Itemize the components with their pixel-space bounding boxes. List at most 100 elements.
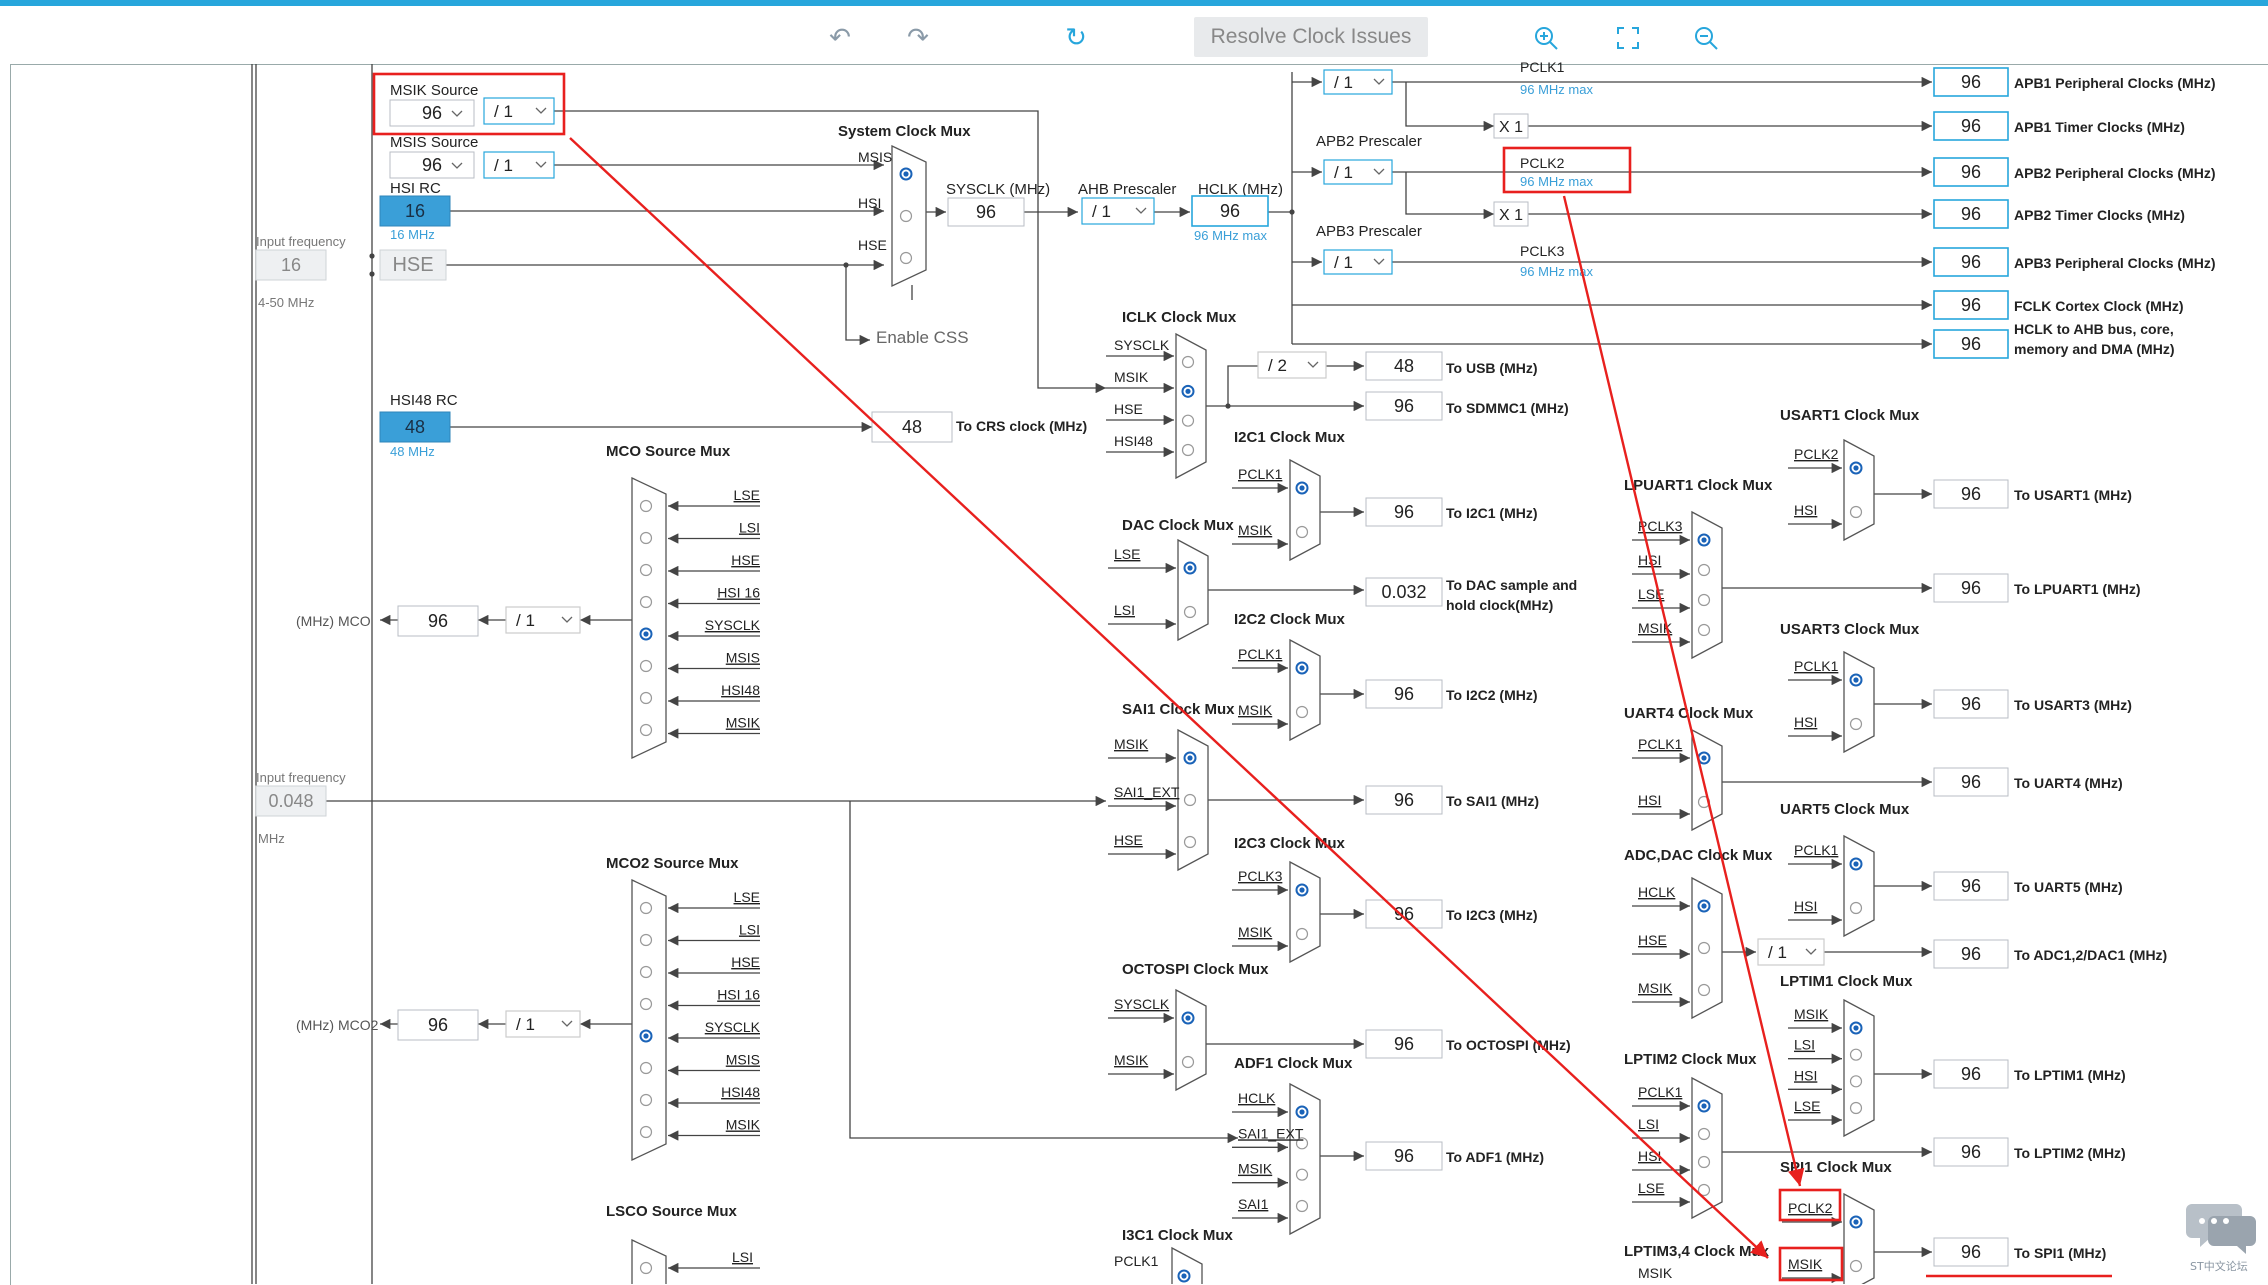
mco2-divider-select[interactable]: / 1 <box>505 1010 581 1038</box>
dac-clock-mux[interactable] <box>1177 538 1209 642</box>
adf1-output-value[interactable]: 96 <box>1365 1141 1443 1171</box>
mux-radio[interactable] <box>1697 1155 1711 1169</box>
mux-radio[interactable] <box>1849 1048 1863 1061</box>
i3c1-clock-mux[interactable] <box>1171 1246 1203 1284</box>
mux-radio[interactable] <box>1849 1101 1863 1115</box>
i2c3-clock-mux[interactable] <box>1289 860 1321 964</box>
system-clock-mux[interactable] <box>891 144 927 288</box>
apb3-prescaler-select[interactable]: / 1 <box>1323 249 1393 275</box>
mux-radio[interactable] <box>1697 623 1711 637</box>
adf1-clock-mux[interactable] <box>1289 1082 1321 1236</box>
i2c3-output-value[interactable]: 96 <box>1365 899 1443 929</box>
sdmmc-clock-value[interactable]: 96 <box>1365 391 1443 421</box>
lpuart1-output-value[interactable]: 96 <box>1933 573 2009 603</box>
uart5-clock-mux[interactable] <box>1843 834 1875 938</box>
spi1-clock-mux[interactable] <box>1843 1192 1875 1284</box>
i2c2-clock-mux[interactable] <box>1289 638 1321 742</box>
mux-radio[interactable] <box>1697 593 1711 607</box>
mux-radio[interactable] <box>1295 705 1309 719</box>
mux-radio[interactable] <box>639 1125 653 1139</box>
hclk-value[interactable]: 96 <box>1191 195 1269 227</box>
mux-radio[interactable] <box>1181 443 1195 457</box>
usart1-clock-mux[interactable] <box>1843 438 1875 542</box>
resolve-clock-issues-button[interactable]: Resolve Clock Issues <box>1194 17 1428 57</box>
zoom-in-icon[interactable] <box>1528 20 1564 56</box>
mux-radio[interactable] <box>639 723 653 737</box>
mux-radio[interactable] <box>1295 1168 1309 1181</box>
bus-output-value-2[interactable]: 96 <box>1933 111 2009 141</box>
zoom-out-icon[interactable] <box>1688 20 1724 56</box>
i2c2-output-value[interactable]: 96 <box>1365 679 1443 709</box>
hsi48-oscillator[interactable]: 48 <box>379 411 451 443</box>
usart3-output-value[interactable]: 96 <box>1933 689 2009 719</box>
adcdac-divider-select[interactable]: / 1 <box>1757 938 1825 966</box>
usb-clock-value[interactable]: 48 <box>1365 351 1443 381</box>
lptim2-clock-mux[interactable] <box>1691 1076 1723 1220</box>
mco-output-value[interactable]: 96 <box>397 605 479 637</box>
redo-icon[interactable]: ↷ <box>907 23 929 53</box>
mux-radio[interactable] <box>1295 927 1309 941</box>
lptim1-clock-mux[interactable] <box>1843 998 1875 1138</box>
mux-radio[interactable] <box>1181 414 1195 427</box>
mux-radio[interactable] <box>1181 355 1195 369</box>
mux-radio[interactable] <box>639 691 653 705</box>
bus-output-value-6[interactable]: 96 <box>1933 290 2009 320</box>
bus-output-value-7[interactable]: 96 <box>1933 329 2009 359</box>
mux-radio[interactable] <box>639 901 653 915</box>
refresh-icon[interactable]: ↻ <box>1065 23 1087 53</box>
uart4-clock-mux[interactable] <box>1691 728 1723 832</box>
spi1-output-value[interactable]: 96 <box>1933 1237 2009 1267</box>
mco-source-mux[interactable] <box>631 476 667 760</box>
i2c1-output-value[interactable]: 96 <box>1365 497 1443 527</box>
apb2-timer-multiplier[interactable]: X 1 <box>1493 201 1529 227</box>
mux-radio[interactable] <box>639 1093 653 1107</box>
lse-input-frequency[interactable]: 0.048 <box>255 785 327 817</box>
apb2-prescaler-select[interactable]: / 1 <box>1323 159 1393 185</box>
usart3-clock-mux[interactable] <box>1843 650 1875 754</box>
fit-screen-icon[interactable] <box>1610 20 1646 56</box>
mux-radio[interactable] <box>1295 1199 1309 1213</box>
msik-divider[interactable]: / 1 <box>483 97 555 125</box>
bus-output-value-3[interactable]: 96 <box>1933 157 2009 187</box>
adcdac-clock-mux[interactable] <box>1691 876 1723 1020</box>
mux-radio[interactable] <box>639 531 653 545</box>
mux-radio[interactable] <box>639 1061 653 1075</box>
iclk-divider-select[interactable]: / 2 <box>1257 351 1327 379</box>
mux-radio[interactable] <box>639 563 653 577</box>
mux-radio[interactable] <box>1183 793 1197 807</box>
ahb-prescaler-select[interactable]: / 1 <box>1081 197 1155 225</box>
mux-radio[interactable] <box>899 251 913 265</box>
mux-radio[interactable] <box>639 499 653 513</box>
mux-radio[interactable] <box>1183 835 1197 849</box>
lpuart1-clock-mux[interactable] <box>1691 510 1723 660</box>
mux-radio[interactable] <box>1697 983 1711 997</box>
sai1-clock-mux[interactable] <box>1177 728 1209 872</box>
undo-icon[interactable]: ↶ <box>829 23 851 53</box>
hse-input-frequency[interactable]: 16 <box>255 249 327 281</box>
bus-output-value-4[interactable]: 96 <box>1933 199 2009 229</box>
msis-value[interactable]: 96 <box>389 151 475 179</box>
adcdac-output-value[interactable]: 96 <box>1933 939 2009 969</box>
lsco-source-mux[interactable] <box>631 1238 667 1284</box>
mux-radio[interactable] <box>639 659 653 673</box>
lptim2-output-value[interactable]: 96 <box>1933 1137 2009 1167</box>
i2c1-clock-mux[interactable] <box>1289 458 1321 562</box>
mux-radio[interactable] <box>1697 941 1711 955</box>
mco2-source-mux[interactable] <box>631 878 667 1162</box>
apb1-prescaler-select[interactable]: / 1 <box>1323 69 1393 95</box>
mux-radio[interactable] <box>1849 901 1863 915</box>
octospi-output-value[interactable]: 96 <box>1365 1029 1443 1059</box>
mux-radio[interactable] <box>1849 717 1863 731</box>
bus-output-value-1[interactable]: 96 <box>1933 67 2009 97</box>
mux-radio[interactable] <box>1183 605 1197 619</box>
dac-output-value[interactable]: 0.032 <box>1365 577 1443 607</box>
msis-divider[interactable]: / 1 <box>483 151 555 179</box>
mux-radio[interactable] <box>639 965 653 979</box>
octospi-clock-mux[interactable] <box>1175 988 1207 1092</box>
bus-output-value-5[interactable]: 96 <box>1933 247 2009 277</box>
mux-radio[interactable] <box>639 997 653 1011</box>
hse-oscillator[interactable]: HSE <box>379 249 447 281</box>
uart5-output-value[interactable]: 96 <box>1933 871 2009 901</box>
iclk-clock-mux[interactable] <box>1175 332 1207 480</box>
msik-value[interactable]: 96 <box>389 99 475 127</box>
